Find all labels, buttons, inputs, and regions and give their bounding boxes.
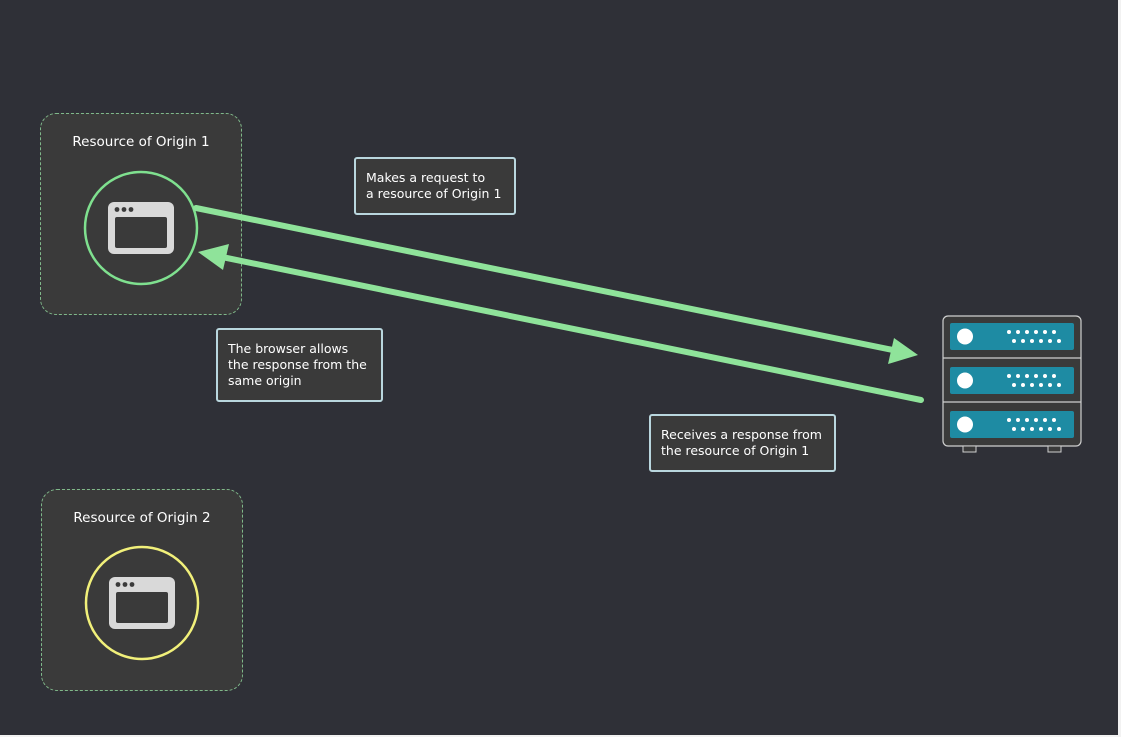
server-unit-1: [950, 323, 1074, 350]
origin-1-title: Resource of Origin 1: [72, 134, 210, 150]
browser-origin-1-icon: [83, 170, 199, 286]
origin-1-box: Resource of Origin 1: [40, 113, 242, 315]
origin-2-ring: [84, 545, 200, 661]
request-label: Makes a request to a resource of Origin …: [354, 157, 516, 215]
response-arrow: [198, 244, 924, 403]
origin-1-ring: [83, 170, 199, 286]
origin-2-box: Resource of Origin 2: [41, 489, 243, 691]
browser-window-icon: [108, 202, 174, 254]
server-icon: [942, 315, 1082, 453]
allows-label: The browser allows the response from the…: [216, 328, 383, 402]
allows-label-line-3: same origin: [228, 373, 302, 388]
browser-window-icon: [109, 577, 175, 629]
request-label-line-1: Makes a request to: [366, 170, 486, 185]
right-edge-line: [1118, 0, 1121, 737]
response-label: Receives a response from the resource of…: [649, 414, 836, 472]
response-label-line-1: Receives a response from: [661, 427, 822, 442]
allows-label-line-2: the response from the: [228, 357, 367, 372]
response-label-line-2: the resource of Origin 1: [661, 443, 810, 458]
bottom-edge-line: [0, 735, 1121, 737]
browser-origin-2-icon: [84, 545, 200, 661]
allows-label-line-1: The browser allows: [228, 341, 349, 356]
server-unit-2: [950, 367, 1074, 394]
request-label-line-2: a resource of Origin 1: [366, 186, 502, 201]
server-unit-3: [950, 411, 1074, 438]
origin-2-title: Resource of Origin 2: [73, 510, 211, 526]
request-arrow: [193, 205, 918, 364]
